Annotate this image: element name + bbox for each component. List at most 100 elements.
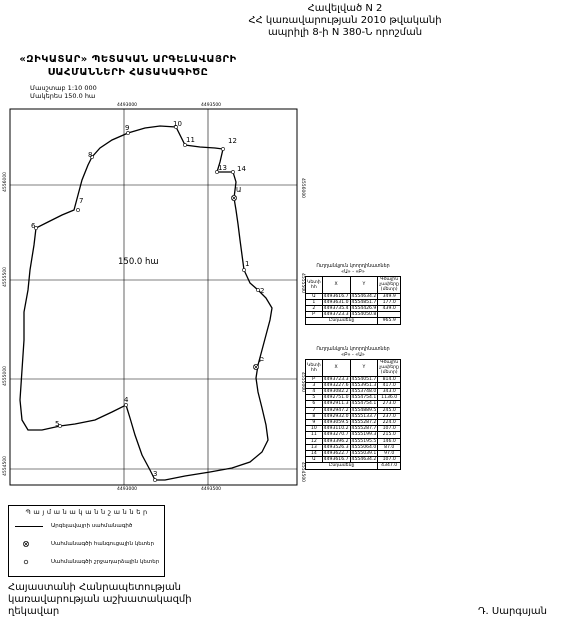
table-cell: 4493110.2 bbox=[321, 425, 351, 433]
appendix-header: Հավելված N 2 ՀՀ կառավարության 2010 թվակա… bbox=[220, 3, 470, 39]
area-label: 150.0 հա bbox=[118, 257, 159, 267]
decision-line-1: ՀՀ կառավարության 2010 թվականի bbox=[248, 15, 442, 26]
table-cell: 4554889.5 bbox=[349, 406, 379, 414]
table-header-cell: Y bbox=[349, 359, 379, 377]
node-b-cross bbox=[253, 364, 259, 370]
table-cell: 4555133.7 bbox=[349, 412, 379, 421]
table-header-cell: X bbox=[321, 359, 351, 377]
table-cell: 4555287.7 bbox=[349, 425, 379, 433]
table-header-row: Կետի հհ X Y Գծային չափերը (մետր) bbox=[305, 276, 401, 294]
table-cell: 146.0 bbox=[377, 437, 401, 445]
table-total-label: Ընդամենը bbox=[304, 317, 379, 325]
table-cell: 349.9 bbox=[377, 292, 401, 300]
map-title-block: «ԶԻԿԱՏԱՐ» ՊԵՏԱԿԱՆ ԱՐԳԵԼԱՎԱՅՐԻ ՍԱՀՄԱՆՆԵՐԻ… bbox=[8, 53, 248, 79]
left-tick-label: 4556000 bbox=[2, 172, 8, 192]
table-cell: 4555039.1 bbox=[349, 450, 379, 458]
point-label-11: 11 bbox=[186, 136, 195, 144]
node-label-b: Բ bbox=[259, 356, 264, 364]
point-label-5: 5 bbox=[55, 420, 59, 428]
table-cell: 215.0 bbox=[377, 431, 401, 439]
table-cell: 4493526.3 bbox=[321, 443, 351, 452]
table-2-subcaption: «Բ» - «Ա» bbox=[341, 353, 365, 358]
legend-box: Պ ա յ մ ա ն ա կ ա ն ն շ ա ն ն ե ր Արգելա… bbox=[8, 505, 165, 577]
table-cell: 439.0 bbox=[377, 304, 401, 313]
table-cell: 4493270.7 bbox=[321, 431, 351, 439]
map-frame bbox=[9, 108, 298, 486]
point-label-3: 3 bbox=[153, 470, 157, 478]
point-label-4: 4 bbox=[124, 396, 129, 404]
top-tick-label: 4493000 bbox=[117, 102, 137, 108]
table-cell: 4492932.0 bbox=[321, 412, 351, 421]
left-tick-label: 4555000 bbox=[2, 366, 8, 386]
signatory-name: Դ. Սարգսյան bbox=[478, 606, 547, 617]
table-cell: 4493396.2 bbox=[321, 437, 351, 445]
point-6-marker bbox=[34, 226, 38, 230]
turning-symbol-circle bbox=[23, 559, 29, 565]
point-label-12: 12 bbox=[228, 137, 237, 145]
table-header-row: Կետի հհ X Y Գծային չափերը (մետր) bbox=[305, 359, 401, 377]
table-cell: 107.0 bbox=[377, 425, 401, 433]
point-1-marker bbox=[242, 268, 246, 272]
point-label-2: 2 bbox=[260, 287, 264, 295]
signatory-line-3: ղեկավար bbox=[8, 606, 60, 617]
node-symbol-cross bbox=[23, 541, 29, 547]
table-cell: 4555287.2 bbox=[349, 419, 379, 427]
left-tick-label: 4554500 bbox=[2, 456, 8, 476]
table-header-cell: Y bbox=[349, 276, 379, 294]
point-9-marker bbox=[126, 131, 130, 135]
point-11-marker bbox=[183, 143, 187, 147]
table-cell: 4554634.2 bbox=[349, 456, 379, 464]
table-header-cell: Գծային չափերը (մետր) bbox=[377, 276, 401, 294]
table-cell: 177.0 bbox=[377, 298, 401, 307]
table-1-subcaption: «Ա» - «Բ» bbox=[341, 270, 365, 275]
point-5-marker bbox=[58, 424, 62, 428]
table-cell: 4493059.5 bbox=[321, 419, 351, 427]
table-cell: 4492751.0 bbox=[321, 394, 351, 402]
table-cell: 4554634.2 bbox=[349, 292, 379, 300]
point-label-6: 6 bbox=[31, 222, 36, 230]
decision-line-2: ապրիլի 8-ի N 380-Ն որոշման bbox=[267, 27, 423, 38]
point-3-marker bbox=[153, 478, 157, 482]
right-tick-label: 4554500 bbox=[300, 462, 306, 482]
right-tick-label: 4555500 bbox=[300, 273, 306, 293]
table-1-caption: Ուղղանկյուն կոորդինատներ bbox=[316, 264, 390, 269]
coordinates-table-2-block: Ուղղանկյուն կոորդինատներ «Բ» - «Ա» Կետի … bbox=[304, 347, 401, 470]
table-cell: 343.0 bbox=[377, 387, 401, 396]
table-header-cell: X bbox=[321, 276, 351, 294]
bottom-tick-label: 4493500 bbox=[201, 486, 221, 492]
table-header-cell: Գծային չափերը (մետր) bbox=[377, 359, 401, 377]
point-label-1: 1 bbox=[245, 260, 249, 268]
table-cell: 4555064.0 bbox=[349, 443, 379, 452]
table-cell: 4493723.3 bbox=[321, 375, 351, 383]
table-cell: 4493723.3 bbox=[321, 311, 351, 319]
point-label-13: 13 bbox=[218, 164, 227, 172]
map-scale: Մասշտաբ 1:10 000 bbox=[30, 84, 97, 92]
table-header-cell: Կետի հհ bbox=[305, 359, 323, 377]
legend-item-turning: Սահմանագծի շրջադարձային կետեր bbox=[51, 559, 160, 565]
signatory-block: Հայաստանի Հանրապետության կառավարության ա… bbox=[8, 582, 192, 618]
table-cell: 4493227.6 bbox=[321, 381, 351, 390]
table-cell: 107.0 bbox=[377, 456, 401, 464]
top-tick-label: 4493500 bbox=[201, 102, 221, 108]
table-cell: 4553748.0 bbox=[349, 387, 379, 396]
point-7-marker bbox=[76, 208, 80, 212]
point-label-8: 8 bbox=[88, 151, 92, 159]
node-points bbox=[231, 195, 259, 370]
node-a-cross bbox=[231, 195, 237, 201]
table-cell: 417.0 bbox=[377, 381, 401, 390]
table-cell: 4554754.1 bbox=[349, 400, 379, 408]
